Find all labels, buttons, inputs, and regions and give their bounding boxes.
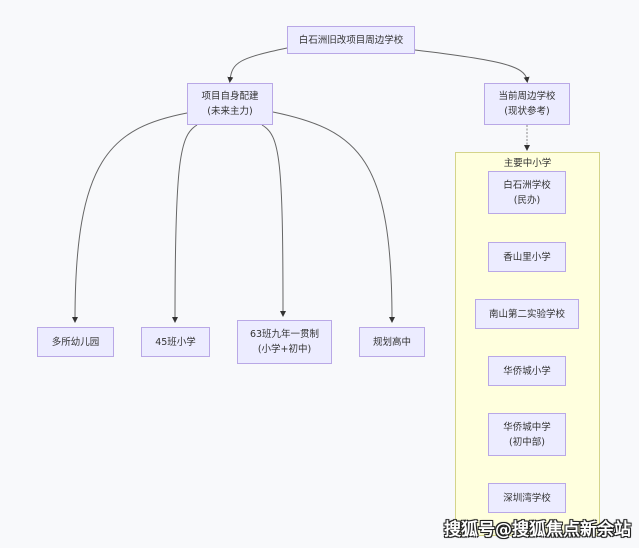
- branch-node-project[interactable]: 项目自身配建 (未来主力): [187, 83, 273, 125]
- node-high-school[interactable]: 规划高中: [359, 327, 425, 357]
- edge-left-to-high: [272, 111, 395, 323]
- edge-root-to-right: [414, 49, 530, 83]
- baishizhou-line1: 白石洲学校: [503, 179, 551, 191]
- branch-node-current[interactable]: 当前周边学校 (现状参考): [484, 83, 570, 125]
- edge-root-to-left: [227, 47, 288, 83]
- cluster-main-schools: 主要中小学: [455, 152, 600, 536]
- edge-left-to-primary: [172, 124, 198, 323]
- edge-left-to-nine-year: [261, 124, 286, 317]
- kindergartens-label: 多所幼儿园: [51, 336, 100, 348]
- root-label: 白石洲旧改项目周边学校: [298, 34, 404, 46]
- node-kindergartens[interactable]: 多所幼儿园: [37, 327, 114, 357]
- octh-middle-line2: (初中部): [509, 436, 545, 448]
- node-octh-primary[interactable]: 华侨城小学: [488, 356, 566, 386]
- baishizhou-line2: (民办): [513, 194, 541, 206]
- cluster-title: 主要中小学: [503, 158, 552, 169]
- branch-right-line2: (现状参考): [504, 106, 550, 117]
- octh-middle-line1: 华侨城中学: [503, 421, 551, 433]
- branch-right-line1: 当前周边学校: [498, 91, 556, 102]
- shenzhen-bay-label: 深圳湾学校: [503, 492, 551, 504]
- branch-left-line2: (未来主力): [207, 106, 253, 117]
- watermark: 搜狐号@搜狐焦点新余站: [444, 520, 631, 540]
- node-primary-45[interactable]: 45班小学: [141, 327, 210, 357]
- high-school-label: 规划高中: [372, 336, 411, 348]
- node-shenzhen-bay[interactable]: 深圳湾学校: [488, 483, 566, 513]
- primary-45-label: 45班小学: [155, 336, 196, 348]
- node-nine-year[interactable]: 63班九年一贯制 (小学+初中): [237, 320, 332, 364]
- nine-year-line1: 63班九年一贯制: [249, 329, 320, 340]
- node-octh-middle[interactable]: 华侨城中学 (初中部): [488, 413, 566, 456]
- octh-primary-label: 华侨城小学: [503, 365, 551, 377]
- node-nanshan-second[interactable]: 南山第二实验学校: [475, 299, 579, 329]
- node-xiangshanli[interactable]: 香山里小学: [488, 242, 566, 272]
- nine-year-line2: (小学+初中): [257, 344, 312, 355]
- edge-left-to-kindergarten: [72, 112, 188, 323]
- node-baishizhou-school[interactable]: 白石洲学校 (民办): [488, 171, 566, 214]
- branch-left-line1: 项目自身配建: [201, 91, 259, 102]
- nanshan-second-label: 南山第二实验学校: [488, 308, 565, 320]
- xiangshanli-label: 香山里小学: [503, 251, 551, 263]
- root-node[interactable]: 白石洲旧改项目周边学校: [287, 26, 415, 54]
